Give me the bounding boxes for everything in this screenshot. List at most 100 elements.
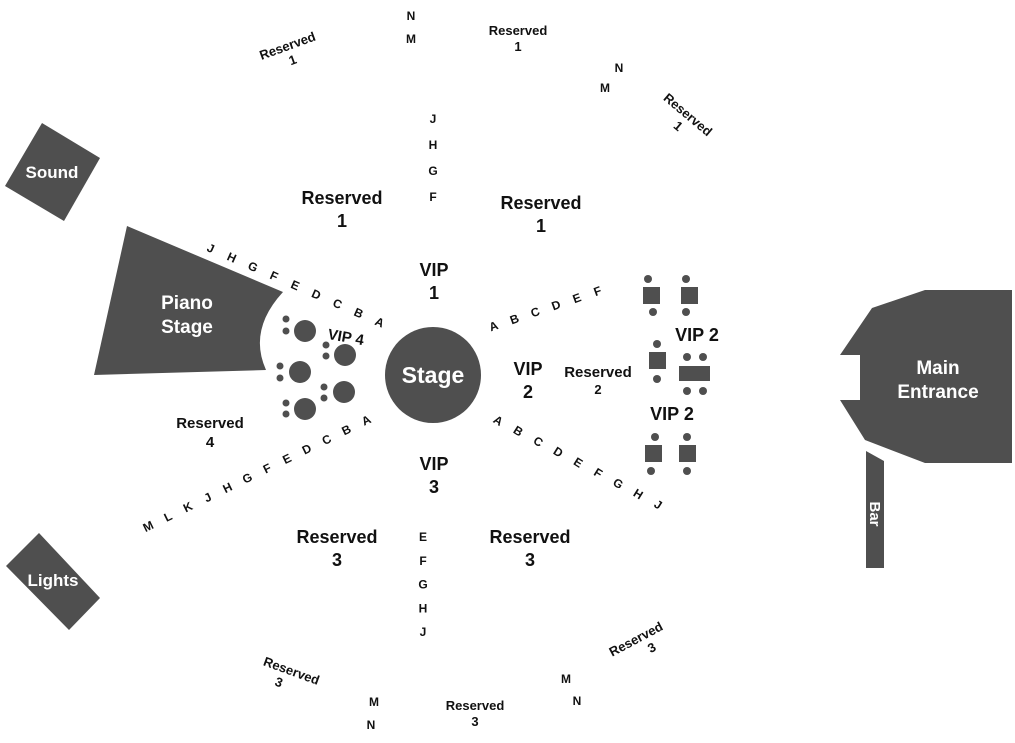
section-reserved1-left[interactable]: Reserved 1 bbox=[301, 188, 382, 231]
reserved3-right-line1: Reserved bbox=[489, 527, 570, 547]
row-letter: H bbox=[631, 486, 646, 502]
vip2-lower-label[interactable]: VIP 2 bbox=[650, 404, 694, 424]
reserved3-far-center-line2: 3 bbox=[471, 714, 478, 729]
reserved4-line2: 4 bbox=[206, 434, 215, 451]
section-vip3[interactable]: VIP 3 bbox=[419, 454, 448, 497]
vip2-center-label-line1: VIP bbox=[513, 359, 542, 379]
vip4-tables[interactable] bbox=[276, 315, 357, 421]
row-letter: A bbox=[373, 314, 387, 330]
row-letter: G bbox=[428, 164, 437, 178]
row-letter: G bbox=[418, 578, 427, 592]
reserved2-line1: Reserved bbox=[564, 364, 632, 381]
section-reserved1-far-center[interactable]: Reserved 1 bbox=[489, 23, 548, 54]
row-letter: E bbox=[571, 290, 583, 306]
row-letter: K bbox=[181, 499, 195, 516]
vip3-label-line1: VIP bbox=[419, 454, 448, 474]
row-letter: B bbox=[508, 311, 521, 327]
lights-booth[interactable]: Lights bbox=[6, 533, 100, 630]
row-letter: A bbox=[487, 318, 500, 334]
reserved1-far-right-line1: Reserved bbox=[661, 90, 716, 139]
row-letter: H bbox=[221, 480, 235, 496]
piano-stage-label-line2: Stage bbox=[161, 317, 213, 338]
section-vip1[interactable]: VIP 1 bbox=[419, 260, 448, 303]
row-letter: J bbox=[430, 112, 437, 126]
vip1-label-line2: 1 bbox=[429, 283, 439, 303]
vip2-center-label-line2: 2 bbox=[523, 382, 533, 402]
vip1-label-line1: VIP bbox=[419, 260, 448, 280]
row-letter: C bbox=[529, 304, 542, 320]
section-reserved4[interactable]: Reserved 4 bbox=[176, 415, 244, 451]
row-letter: F bbox=[268, 268, 280, 284]
row-letter: G bbox=[610, 475, 625, 492]
reserved4-line1: Reserved bbox=[176, 415, 244, 432]
reserved3-right-line2: 3 bbox=[525, 550, 535, 570]
row-letter: H bbox=[225, 249, 239, 265]
section-reserved2[interactable]: Reserved 2 bbox=[564, 364, 632, 397]
reserved1-far-left-line2: 1 bbox=[287, 52, 299, 69]
row-letter: F bbox=[429, 190, 436, 204]
row-letter: B bbox=[352, 305, 366, 321]
row-letter: C bbox=[531, 433, 546, 450]
row-letter: G bbox=[246, 259, 260, 276]
reserved3-far-right-line2: 3 bbox=[645, 639, 658, 656]
row-letter: D bbox=[309, 286, 323, 302]
row-letter: J bbox=[420, 625, 427, 639]
vip2-tables[interactable] bbox=[643, 275, 710, 475]
bar-label: Bar bbox=[866, 501, 883, 526]
row-labels-bottom-far-left-aisle: MN bbox=[367, 695, 379, 732]
row-letter: N bbox=[407, 9, 416, 23]
section-reserved1-far-left[interactable]: Reserved 1 bbox=[257, 29, 322, 77]
row-letter: A bbox=[359, 412, 373, 429]
vip2-upper-label[interactable]: VIP 2 bbox=[675, 325, 719, 345]
row-labels-top-far-aisle: NM bbox=[406, 9, 416, 46]
row-letter: C bbox=[331, 296, 345, 312]
section-reserved3-left[interactable]: Reserved 3 bbox=[296, 527, 377, 570]
row-letter: M bbox=[600, 81, 610, 95]
sound-label: Sound bbox=[26, 163, 79, 182]
section-reserved1-right[interactable]: Reserved 1 bbox=[500, 193, 581, 236]
reserved1-left-line1: Reserved bbox=[301, 188, 382, 208]
row-letter: J bbox=[652, 497, 665, 512]
row-letter: M bbox=[561, 672, 571, 686]
reserved3-far-left-line2: 3 bbox=[273, 674, 285, 691]
reserved1-far-center-line2: 1 bbox=[514, 39, 521, 54]
row-letter: D bbox=[300, 441, 314, 458]
reserved3-far-center-line1: Reserved bbox=[446, 698, 505, 713]
reserved1-right-line1: Reserved bbox=[500, 193, 581, 213]
main-entrance[interactable]: Main Entrance bbox=[840, 290, 1012, 463]
row-letter: A bbox=[491, 412, 506, 429]
section-reserved3-far-right[interactable]: Reserved 3 bbox=[607, 619, 673, 673]
row-letter: C bbox=[320, 431, 334, 448]
vip4-label[interactable]: VIP 4 bbox=[326, 326, 365, 349]
row-letter: J bbox=[202, 490, 214, 506]
section-vip2-center[interactable]: VIP 2 bbox=[513, 359, 542, 402]
reserved1-far-right-line2: 1 bbox=[671, 118, 686, 134]
section-reserved3-right[interactable]: Reserved 3 bbox=[489, 527, 570, 570]
row-letter: L bbox=[162, 509, 175, 525]
row-letter: E bbox=[419, 530, 427, 544]
row-letter: E bbox=[280, 451, 293, 467]
row-letter: F bbox=[261, 461, 274, 477]
main-stage[interactable]: Stage bbox=[385, 327, 481, 423]
section-reserved3-far-center[interactable]: Reserved 3 bbox=[446, 698, 505, 729]
row-letter: F bbox=[419, 554, 426, 568]
section-reserved3-far-left[interactable]: Reserved 3 bbox=[256, 654, 321, 702]
row-letter: E bbox=[289, 277, 302, 293]
piano-stage[interactable]: Piano Stage bbox=[94, 226, 283, 375]
bar[interactable]: Bar bbox=[866, 451, 884, 568]
main-entrance-label-line2: Entrance bbox=[897, 382, 978, 403]
row-letter: J bbox=[205, 241, 217, 257]
section-reserved1-far-right[interactable]: Reserved 1 bbox=[651, 90, 716, 151]
reserved3-far-left-line1: Reserved bbox=[261, 654, 321, 688]
row-letter: H bbox=[419, 601, 428, 615]
row-letter: F bbox=[592, 283, 604, 299]
reserved1-right-line2: 1 bbox=[536, 216, 546, 236]
row-letter: M bbox=[406, 32, 416, 46]
row-letter: M bbox=[141, 518, 156, 535]
row-labels-top-right-far-aisle: NM bbox=[600, 61, 623, 95]
sound-booth[interactable]: Sound bbox=[5, 123, 100, 221]
lights-label: Lights bbox=[28, 571, 79, 590]
row-letter: B bbox=[511, 423, 526, 440]
row-letter: D bbox=[551, 444, 566, 461]
